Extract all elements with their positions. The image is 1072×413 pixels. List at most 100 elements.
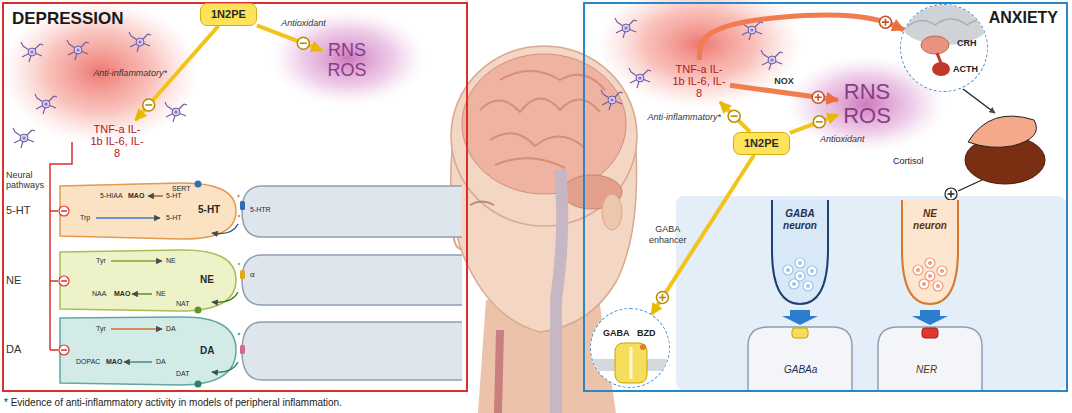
effect-sign [882,19,889,26]
pathway-label: α [250,270,255,279]
inhibition-sign [59,276,69,286]
gaba-neuron-art [795,271,805,281]
label-anchor: Tyr [96,257,106,265]
effect-sign [297,37,309,49]
serotonin-pathway [60,183,236,239]
norepinephrine-pathway [212,292,238,302]
head-illustration [602,194,622,230]
inflammation-cloud [21,42,43,62]
gaba-neuron-art [810,269,814,273]
hpa-axis-circle-art [932,62,950,76]
node-text: CRH [957,37,977,49]
node-text: GABA [603,327,630,339]
label-anchor: 5-HTR [250,206,271,214]
gaba-receptor-circle: GABABZD [590,308,670,388]
inhibition-sign [61,210,67,212]
adrenal-kidney [945,188,957,200]
pathway-label: MAO [114,290,130,298]
edge-label-anchor: NOX [774,76,794,86]
dopamine-pathway [111,328,162,329]
gaba-receptor-circle-art [615,343,647,383]
inflammation-cloud [615,18,637,38]
serotonin-pathway [238,215,241,218]
gaba-neuron-art [798,261,802,265]
label-anchor: SERT [172,185,191,193]
gaba-receptor-circle-art [630,347,633,379]
gaba-neuron-art [786,268,790,272]
pathway-label: Tyr [96,257,106,265]
norepinephrine-pathway [240,270,245,279]
pathway-label: Trp [80,214,90,222]
ne-neuron-art [902,200,958,304]
cytokine-cloud: TNF-a IL-1b IL-6, IL-8 [668,60,730,102]
ne-neuron-art [928,274,932,278]
hpa-axis-circle: CRHACTH [900,4,988,92]
inflammation-cloud [601,90,623,110]
gaba-neuron-art [803,281,813,291]
gaba-neuron-art [798,274,802,278]
ne-neuron-art [922,282,926,286]
figure-caption: * Evidence of anti-inflammatory activity… [4,397,342,409]
gaba-neuron-art [806,284,810,288]
inhibition-sign [61,280,67,282]
ne-neuron: NE neuron [880,200,980,308]
node-text: NE neuron [905,208,955,232]
node-text: TNF-a IL-1b IL-6, IL-8 [671,63,727,99]
norepinephrine-pathway [60,250,236,311]
inflammation-cloud [35,94,57,114]
dopamine-pathway [124,361,152,362]
ne-neuron-art [913,265,923,275]
node-text: ANXIETY [989,9,1058,27]
inhibition-sign [59,206,69,216]
pathway-label: 5-HT [166,192,182,200]
ne-neuron-art [925,271,935,281]
hpa-axis-circle-art [907,19,987,27]
dopamine-pathway [238,333,241,336]
edge-label-anchor: Anti-inflammatory* [93,68,167,78]
ne-neuron-art [940,269,944,273]
inhibition-sign [61,349,67,351]
pathway-label: DA [166,325,176,333]
label-anchor: MAO [128,192,144,200]
ne-neuron-art [936,284,940,288]
gaba-receptor-circle-art [591,309,670,388]
dopamine-pathway [212,362,238,372]
label-anchor: 5-HT [166,214,182,222]
adrenal-kidney [948,191,955,198]
head-illustration [556,170,562,413]
gaba-synapse [748,327,852,390]
dopamine-pathway [60,317,236,385]
label-anchor: NE [6,274,21,287]
norepinephrine-pathway [242,255,462,305]
node-text: GABA neuron [775,208,825,232]
ne-synapse [878,327,982,390]
dopamine-pathway [60,317,462,388]
gaba-neuron-art [783,265,793,275]
head-illustration [462,54,626,194]
inflammation-cloud [2,0,198,144]
label-anchor: MAO [114,290,130,298]
serotonin-pathway [60,181,462,240]
label-anchor: Neural pathways [6,170,52,191]
label-anchor: DAT [176,370,189,378]
norepinephrine-pathway [111,260,162,261]
pathway-label: DA [200,345,214,357]
edge-label: Anti-inflammatory* [93,68,167,78]
pathway-label: NE [156,290,166,298]
edge-label-anchor: Antioxidant [820,134,865,144]
panel-frame: 1N2PETNF-a IL-1b IL-6, IL-8RNS ROSDEPRES… [2,2,468,392]
gaba-neuron-art [792,282,796,286]
label-anchor: NE [156,290,166,298]
edge-label-anchor: Antioxidant [281,18,326,28]
effect-sign [813,116,825,128]
gaba-neuron-art [772,200,828,304]
edge-label: Antioxidant [281,18,326,28]
head-illustration [480,71,605,168]
effect-sign [145,104,152,106]
inflammation-cloud [761,50,783,70]
label-anchor: Cortisol [893,156,924,166]
serotonin-pathway [240,201,245,210]
label-anchor: 5-HT [6,204,30,217]
adrenal-kidney [963,89,995,113]
